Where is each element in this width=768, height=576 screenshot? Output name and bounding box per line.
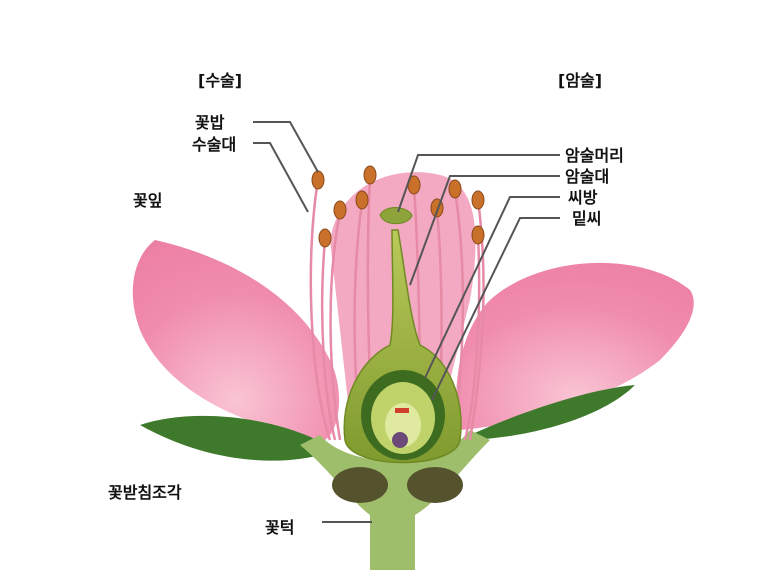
anther-label: 꽃밥	[195, 113, 225, 132]
receptacle-label: 꽃턱	[265, 518, 294, 537]
style-leader	[409, 175, 560, 286]
right-sepal	[460, 385, 635, 440]
filament-label: 수술대	[192, 135, 236, 154]
left-sepal	[140, 415, 335, 461]
stigma-leader	[397, 154, 560, 213]
ovule-leader	[431, 217, 560, 401]
sepal-label: 꽃받침조각	[108, 483, 182, 502]
ovule-shape	[392, 432, 408, 448]
right-petal	[456, 262, 694, 430]
pistil-group-label: [암술]	[558, 71, 602, 90]
style-label: 암술대	[565, 167, 609, 186]
stamen-group-label: [수술]	[198, 71, 242, 90]
petal-label: 꽃잎	[133, 191, 162, 210]
pistil	[343, 207, 462, 464]
filament-leader	[253, 142, 309, 213]
anther-leader	[253, 121, 319, 173]
receptacle-shape	[300, 430, 490, 570]
ovary-leader	[424, 196, 560, 379]
left-petal	[132, 240, 340, 440]
ovary-label: 씨방	[568, 188, 598, 207]
anthers	[311, 165, 485, 248]
stigma-label: 암술머리	[565, 146, 624, 165]
ovule-label: 밑씨	[572, 209, 601, 228]
